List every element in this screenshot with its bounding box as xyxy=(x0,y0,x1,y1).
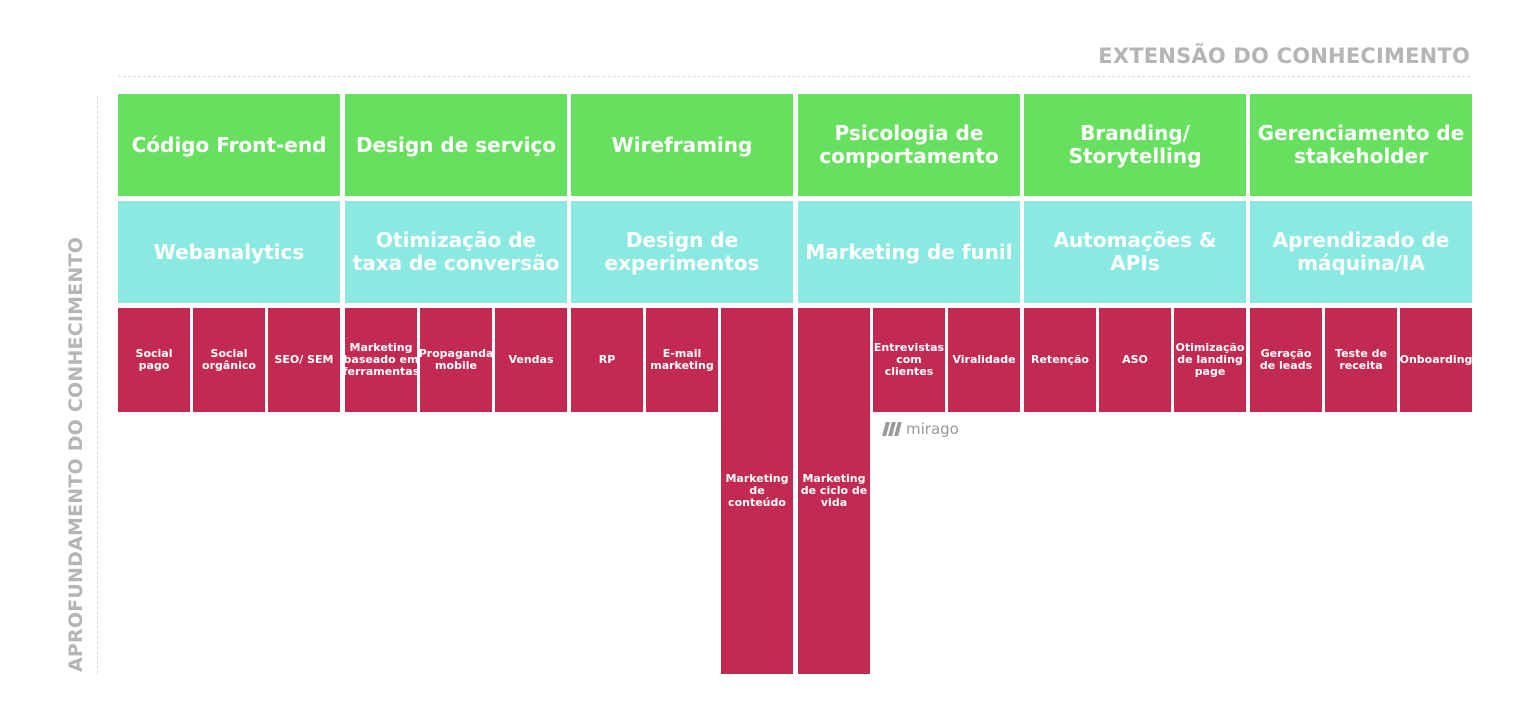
primary-skill-cell: Psicologia de comportamento xyxy=(798,94,1020,196)
secondary-skill-cell: Marketing de funil xyxy=(798,201,1020,303)
specialty-cell: Teste de receita xyxy=(1325,308,1397,412)
secondary-skill-cell: Webanalytics xyxy=(118,201,340,303)
mirago-bars-icon xyxy=(882,422,902,436)
t-shaped-skills-grid: Código Front-end Webanalytics Social pag… xyxy=(118,94,1474,674)
secondary-skill-cell: Aprendizado de máquina/IA xyxy=(1250,201,1472,303)
secondary-skill-cell: Automações & APIs xyxy=(1024,201,1246,303)
specialty-cell: Otimização de landing page xyxy=(1174,308,1246,412)
specialty-cell: Vendas xyxy=(495,308,567,412)
specialty-cell-deep: Marketing de ciclo de vida xyxy=(798,308,870,674)
specialty-cell: Marketing baseado em ferramentas xyxy=(343,308,419,412)
secondary-skill-cell: Otimização de taxa de conversão xyxy=(345,201,567,303)
vertical-axis-divider xyxy=(97,96,98,674)
vertical-axis-label: APROFUNDAMENTO DO CONHECIMENTO xyxy=(65,236,87,672)
primary-skill-cell: Branding/ Storytelling xyxy=(1024,94,1246,196)
specialty-cell: Onboarding xyxy=(1400,308,1472,412)
primary-skill-cell: Wireframing xyxy=(571,94,793,196)
specialty-cell: SEO/ SEM xyxy=(268,308,340,412)
specialty-cell: Social orgânico xyxy=(193,308,265,412)
specialty-cell: Social pago xyxy=(118,308,190,412)
secondary-skill-cell: Design de experimentos xyxy=(571,201,793,303)
primary-skill-cell: Gerenciamento de stakeholder xyxy=(1250,94,1472,196)
specialty-cell: Viralidade xyxy=(948,308,1020,412)
specialty-cell: RP xyxy=(571,308,643,412)
specialty-cell-deep: Marketing de conteúdo xyxy=(721,308,793,674)
horizontal-axis-label: EXTENSÃO DO CONHECIMENTO xyxy=(1098,44,1470,68)
horizontal-axis-divider xyxy=(118,76,1470,77)
primary-skill-cell: Design de serviço xyxy=(345,94,567,196)
specialty-cell: Retenção xyxy=(1024,308,1096,412)
specialty-cell: ASO xyxy=(1099,308,1171,412)
specialty-cell: E-mail marketing xyxy=(646,308,718,412)
primary-skill-cell: Código Front-end xyxy=(118,94,340,196)
specialty-cell: Propaganda mobile xyxy=(419,308,493,412)
logo-text: mirago xyxy=(906,420,959,438)
specialty-cell: Entrevistas com clientes xyxy=(873,308,945,412)
mirago-logo: mirago xyxy=(882,420,959,438)
specialty-cell: Geração de leads xyxy=(1250,308,1322,412)
